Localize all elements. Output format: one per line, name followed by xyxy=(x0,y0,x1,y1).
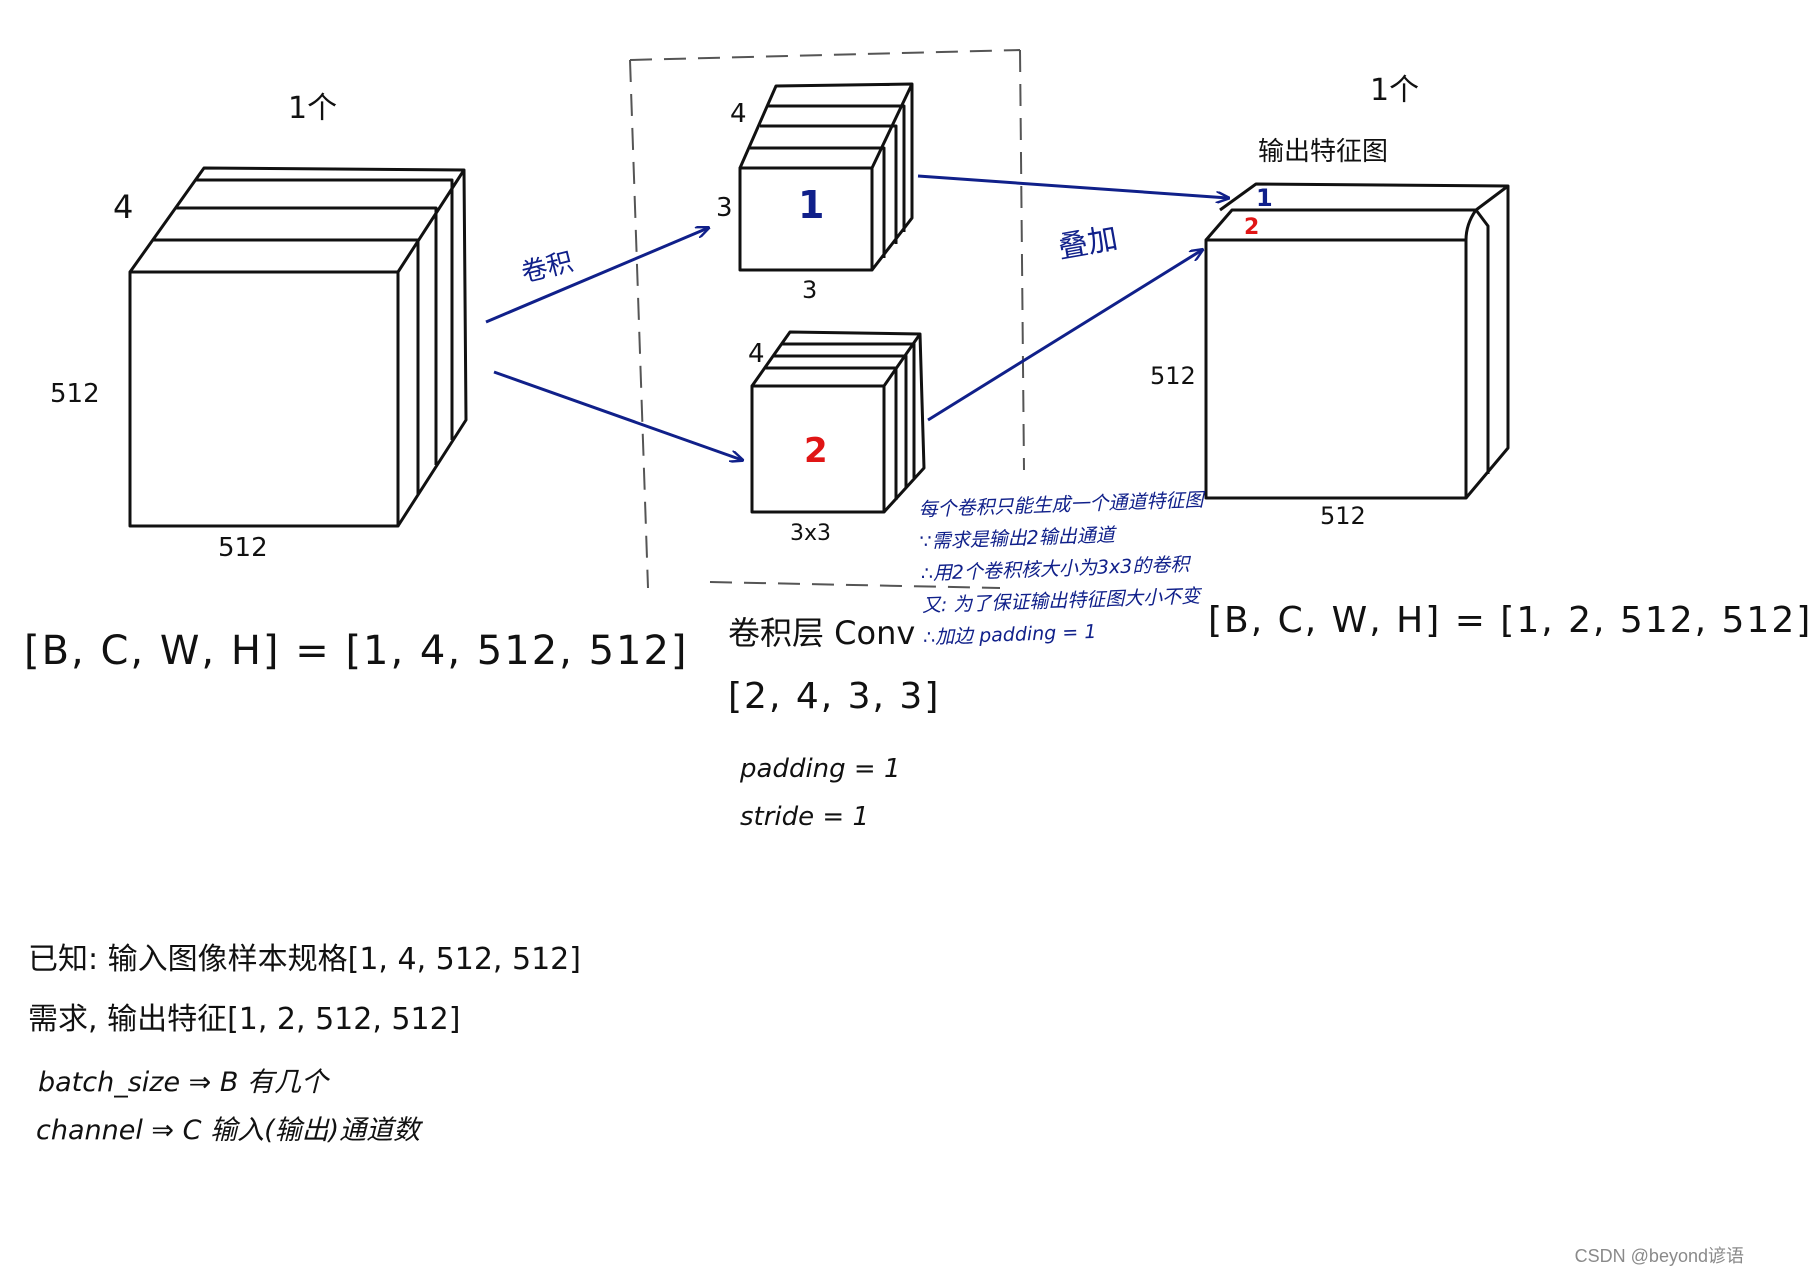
output-channel1-label: 1 xyxy=(1256,184,1273,212)
stack-arrow-from-kernel2 xyxy=(927,250,1202,422)
kernel1-index-label: 1 xyxy=(798,183,824,227)
known-given: 已知: 输入图像样本规格[1, 4, 512, 512] xyxy=(28,942,581,977)
input-channels-label: 4 xyxy=(113,188,133,226)
kernel1-height-label: 3 xyxy=(716,193,733,223)
kernel1-cube xyxy=(738,82,914,272)
conv-arrow-to-kernel2 xyxy=(493,370,742,460)
kernel1-depth-label: 4 xyxy=(730,99,747,129)
input-width-label: 512 xyxy=(218,533,268,563)
output-height-label: 512 xyxy=(1150,362,1196,390)
explanation-notes: 每个卷积只能生成一个通道特征图 ∵需求是输出2输出通道 ∴用2个卷积核大小为3x… xyxy=(918,484,1208,654)
csdn-watermark: CSDN @beyond谚语 xyxy=(1574,1246,1744,1266)
input-count-label: 1个 xyxy=(288,91,337,126)
known-need: 需求, 输出特征[1, 2, 512, 512] xyxy=(28,1002,461,1037)
conv-shape-label: [2, 4, 3, 3] xyxy=(728,676,941,717)
conv-arrow-label: 卷积 xyxy=(518,247,576,289)
output-count-label: 1个 xyxy=(1370,73,1419,108)
known-batch: batch_size ⇒ B 有几个 xyxy=(38,1067,328,1098)
output-cube xyxy=(1204,182,1510,500)
known-channel: channel ⇒ C 输入(输出)通道数 xyxy=(36,1115,421,1146)
conv-arrow-to-kernel1 xyxy=(485,228,708,324)
output-channel2-label: 2 xyxy=(1244,215,1259,240)
output-title-label: 输出特征图 xyxy=(1258,137,1388,167)
input-height-label: 512 xyxy=(50,379,100,409)
kernel2-index-label: 2 xyxy=(804,431,828,471)
conv-layer-label: 卷积层 Conv xyxy=(728,614,916,652)
kernel1-width-label: 3 xyxy=(802,276,817,304)
kernel2-size-label: 3x3 xyxy=(790,521,831,546)
diagram-canvas: 1个 4 512 512 4 3 3 1 4 3x3 2 xyxy=(24,49,1810,1266)
stack-arrow-label: 叠加 xyxy=(1055,221,1120,266)
input-cube xyxy=(128,166,468,528)
conv-diagram: 1个 4 512 512 4 3 3 1 4 3x3 2 xyxy=(50,49,1510,589)
conv-padding-label: padding = 1 xyxy=(740,754,901,784)
conv-stride-label: stride = 1 xyxy=(740,802,870,832)
kernel2-depth-label: 4 xyxy=(748,339,765,369)
stack-arrow-from-kernel1 xyxy=(917,174,1228,198)
input-shape-formula: [B, C, W, H] = [1, 4, 512, 512] xyxy=(24,628,689,674)
output-width-label: 512 xyxy=(1320,502,1366,530)
output-shape-formula: [B, C, W, H] = [1, 2, 512, 512] xyxy=(1208,600,1812,641)
kernel2-cube xyxy=(750,330,926,514)
